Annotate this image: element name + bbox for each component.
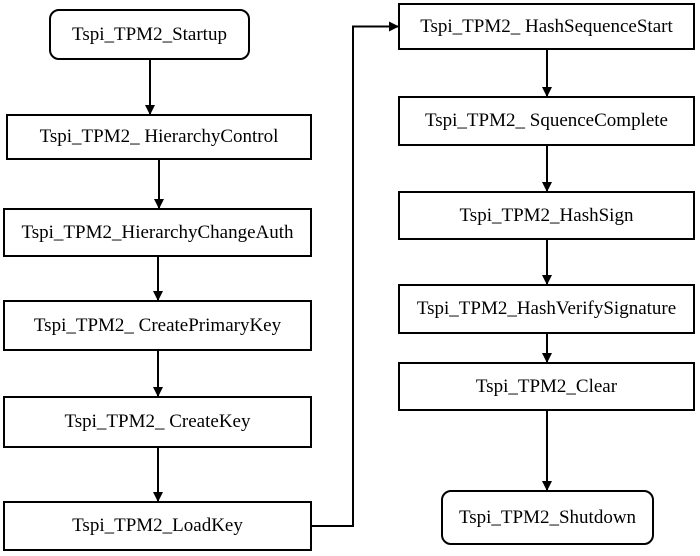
- node-hash-sign: Tspi_TPM2_HashSign: [398, 191, 695, 240]
- node-startup: Tspi_TPM2_Startup: [49, 9, 250, 60]
- node-label: Tspi_TPM2_ CreatePrimaryKey: [33, 314, 282, 336]
- node-label: Tspi_TPM2_HashVerifySignature: [416, 298, 677, 319]
- node-label: Tspi_TPM2_ SquenceComplete: [424, 110, 668, 131]
- node-label: Tspi_TPM2_Shutdown: [458, 506, 637, 528]
- edge-load-key-to-hash-sequence-start: [312, 21, 399, 527]
- node-create-key: Tspi_TPM2_ CreateKey: [3, 396, 312, 448]
- node-label: Tspi_TPM2_ HashSequenceStart: [420, 15, 673, 37]
- node-hierarchy-control: Tspi_TPM2_ HierarchyControl: [6, 114, 312, 160]
- node-clear: Tspi_TPM2_Clear: [398, 362, 695, 411]
- node-label: Tspi_TPM2_ HierarchyControl: [39, 126, 279, 147]
- node-squence-complete: Tspi_TPM2_ SquenceComplete: [398, 96, 695, 146]
- node-shutdown: Tspi_TPM2_Shutdown: [441, 490, 654, 545]
- node-label: Tspi_TPM2_LoadKey: [72, 515, 243, 536]
- node-hash-sequence-start: Tspi_TPM2_ HashSequenceStart: [398, 3, 695, 50]
- node-create-primary-key: Tspi_TPM2_ CreatePrimaryKey: [3, 300, 312, 351]
- node-label: Tspi_TPM2_HashSign: [459, 204, 634, 226]
- node-label: Tspi_TPM2_ CreateKey: [64, 411, 251, 432]
- node-hierarchy-change-auth: Tspi_TPM2_HierarchyChangeAuth: [3, 208, 312, 257]
- node-load-key: Tspi_TPM2_LoadKey: [3, 501, 312, 551]
- node-label: Tspi_TPM2_HierarchyChangeAuth: [21, 221, 294, 243]
- node-label: Tspi_TPM2_Startup: [72, 23, 227, 45]
- node-hash-verify-signature: Tspi_TPM2_HashVerifySignature: [398, 284, 695, 334]
- node-label: Tspi_TPM2_Clear: [475, 375, 618, 397]
